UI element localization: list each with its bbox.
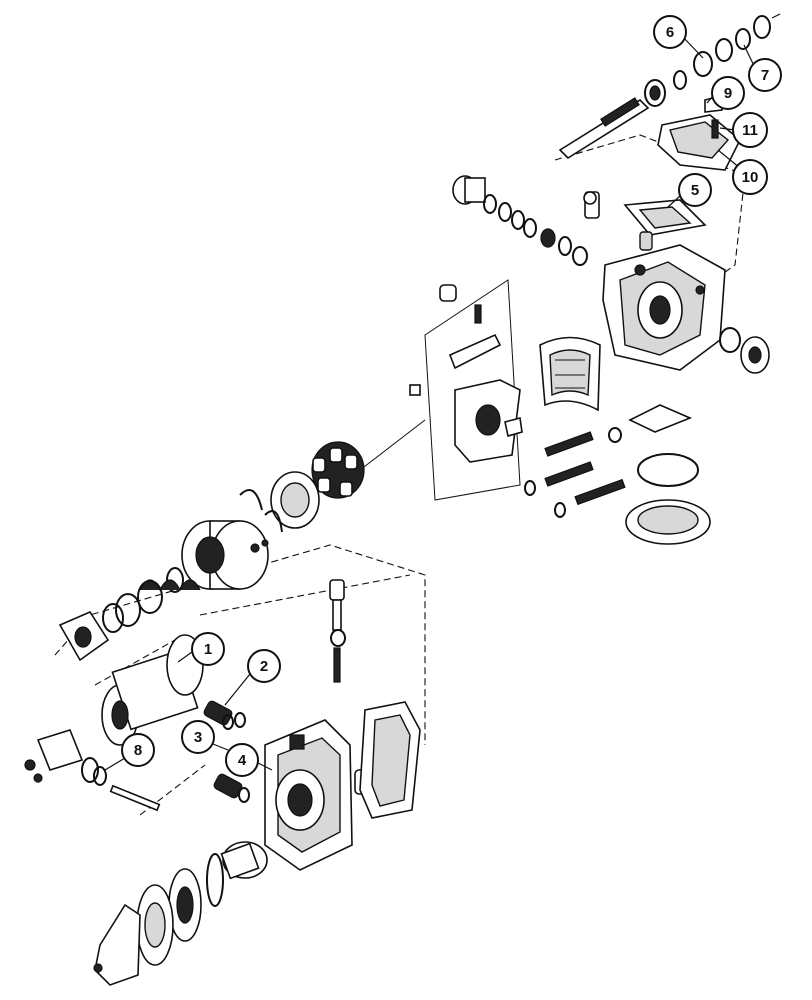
callout-3: 3 (181, 720, 215, 754)
callout-11: 11 (732, 112, 768, 148)
bearing-and-plate (93, 841, 268, 986)
callout-9: 9 (711, 76, 745, 110)
callout-7: 7 (748, 58, 782, 92)
springs-and-pins (524, 404, 711, 545)
end-cap-housing (264, 719, 378, 871)
callout-6: 6 (653, 15, 687, 49)
filter-adapter (24, 729, 107, 786)
valve-plate-assembly (409, 284, 523, 463)
pump-housing (602, 244, 770, 374)
callout-2: 2 (247, 649, 281, 683)
callout-label: 6 (666, 24, 674, 41)
drive-shaft-assembly (558, 13, 781, 160)
swashplate-cradle (539, 336, 601, 412)
relief-valve-cartridges (203, 579, 346, 803)
piston-block (311, 441, 365, 499)
callout-label: 5 (691, 182, 699, 199)
pin-part-8 (109, 784, 161, 812)
callout-10: 10 (732, 159, 768, 195)
callout-8: 8 (121, 733, 155, 767)
callout-5: 5 (678, 173, 712, 207)
callout-label: 1 (204, 641, 212, 658)
cover-plate-part-5 (583, 191, 707, 251)
callout-4: 4 (225, 743, 259, 777)
callout-label: 8 (134, 742, 142, 759)
callout-label: 7 (761, 67, 769, 84)
callout-label: 3 (194, 729, 202, 746)
cylinder-block (181, 520, 269, 590)
callout-label: 9 (724, 85, 732, 102)
callout-label: 2 (260, 658, 268, 675)
rotating-group (102, 441, 365, 633)
callout-label: 10 (742, 169, 759, 186)
callout-1: 1 (191, 632, 225, 666)
charge-pump-plate (58, 610, 110, 662)
callout-label: 4 (238, 752, 247, 769)
callout-label: 11 (742, 122, 758, 139)
end-cap-gasket (359, 701, 421, 819)
control-piston-assembly (452, 175, 588, 266)
leader-lines (104, 35, 758, 771)
